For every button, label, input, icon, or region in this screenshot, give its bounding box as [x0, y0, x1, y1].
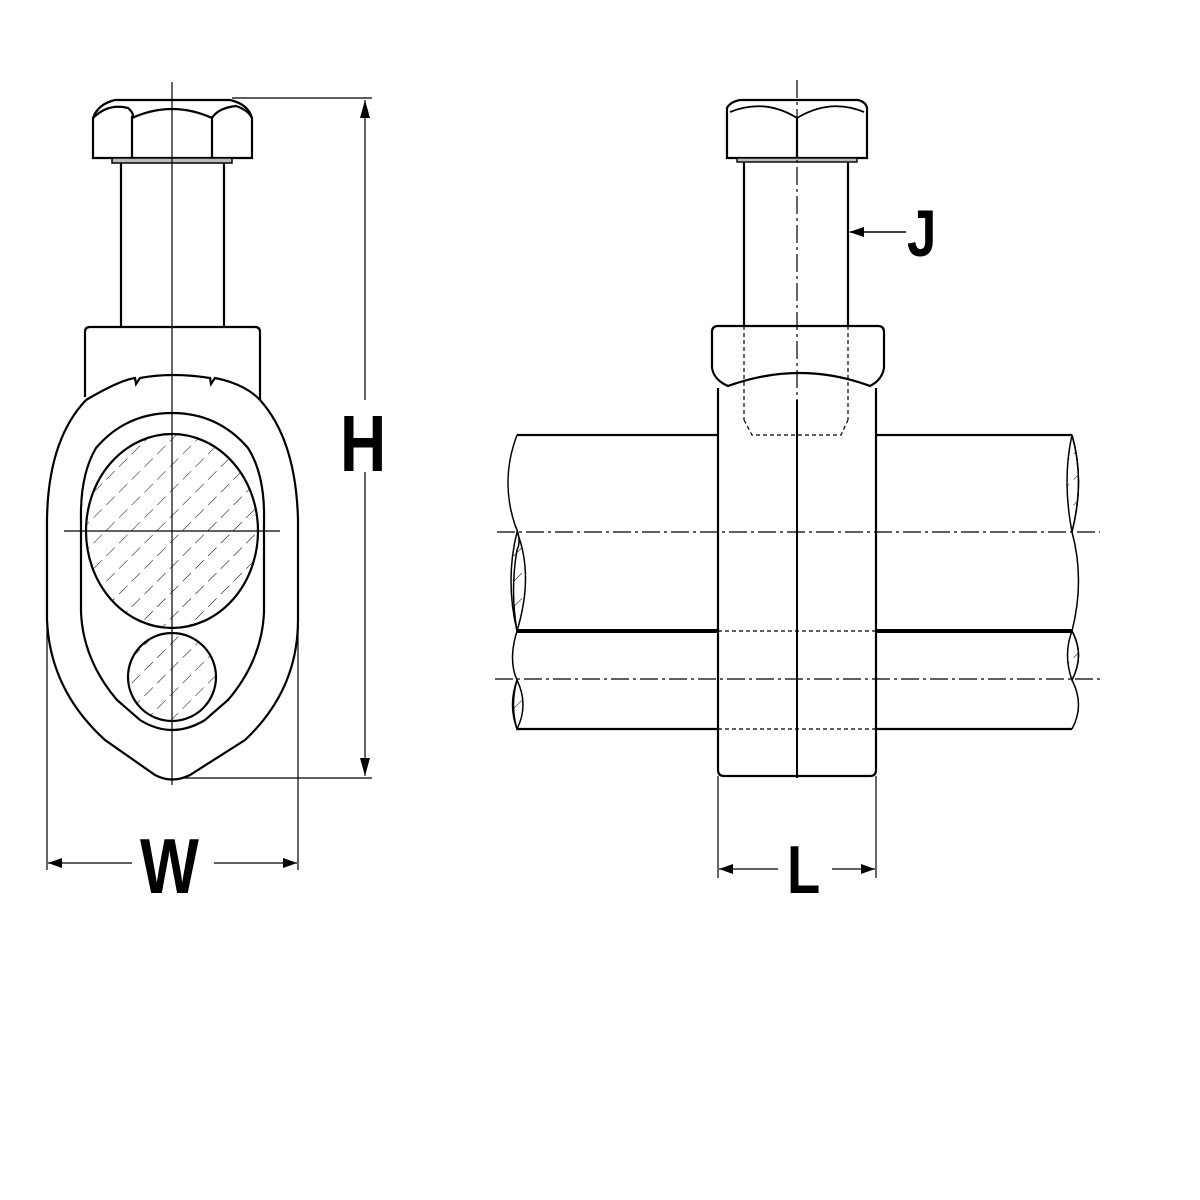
dimension-h	[182, 97, 372, 779]
dimension-label-w: W	[140, 822, 199, 910]
side-view	[507, 98, 1080, 778]
dimension-w	[46, 620, 299, 870]
dimension-label-j: J	[907, 196, 937, 270]
dimension-label-l: L	[787, 832, 821, 908]
dimension-l	[717, 776, 877, 878]
dimension-label-h: H	[340, 399, 387, 488]
dimension-j	[849, 227, 906, 237]
bolt-head-side	[725, 98, 869, 160]
